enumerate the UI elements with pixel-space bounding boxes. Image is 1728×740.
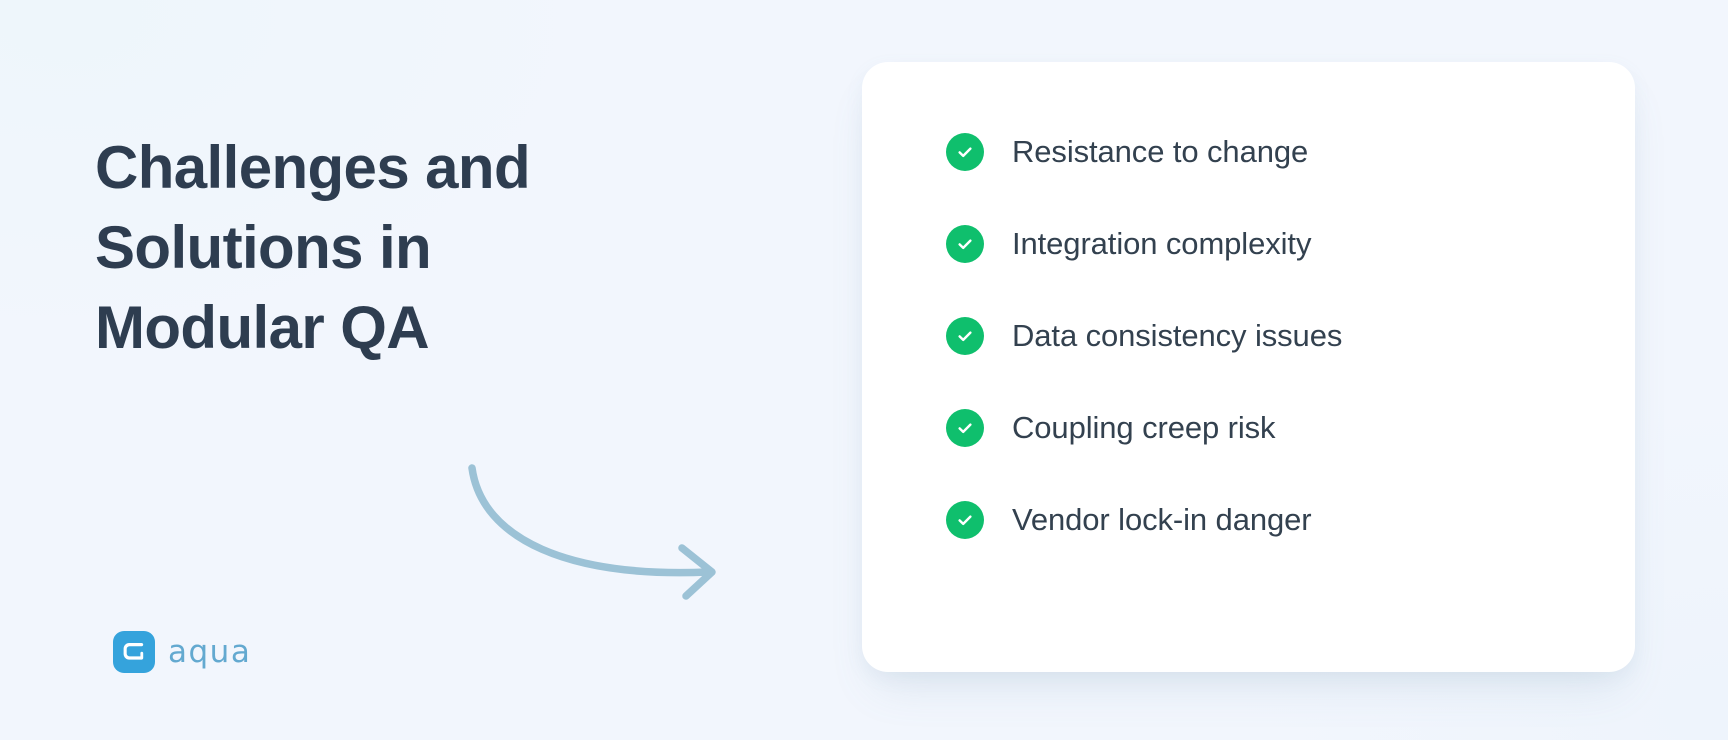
list-item: Integration complexity bbox=[946, 224, 1595, 264]
list-item-label: Coupling creep risk bbox=[1012, 410, 1276, 446]
aqua-wordmark: aqua bbox=[168, 633, 252, 670]
list-item: Data consistency issues bbox=[946, 316, 1595, 356]
list-item: Resistance to change bbox=[946, 132, 1595, 172]
page-title-line-2: Solutions in bbox=[95, 214, 432, 281]
list-item-label: Vendor lock-in danger bbox=[1012, 502, 1312, 538]
aqua-logo[interactable]: aqua bbox=[113, 631, 251, 673]
page-title-line-3: Modular QA bbox=[95, 294, 430, 361]
check-circle-icon bbox=[946, 317, 984, 355]
list-item-label: Data consistency issues bbox=[1012, 318, 1343, 354]
curved-arrow-right-icon bbox=[430, 400, 810, 600]
list-item: Coupling creep risk bbox=[946, 408, 1595, 448]
check-circle-icon bbox=[946, 225, 984, 263]
check-circle-icon bbox=[946, 409, 984, 447]
list-item-label: Integration complexity bbox=[1012, 226, 1312, 262]
list-item-label: Resistance to change bbox=[1012, 134, 1309, 170]
challenges-card: Resistance to change Integration complex… bbox=[862, 62, 1635, 672]
check-circle-icon bbox=[946, 133, 984, 171]
challenges-list: Resistance to change Integration complex… bbox=[946, 132, 1595, 540]
page-title: Challenges and Solutions in Modular QA bbox=[95, 128, 735, 368]
check-circle-icon bbox=[946, 501, 984, 539]
aqua-logo-mark-icon bbox=[113, 631, 155, 673]
list-item: Vendor lock-in danger bbox=[946, 500, 1595, 540]
page-title-line-1: Challenges and bbox=[95, 134, 531, 201]
